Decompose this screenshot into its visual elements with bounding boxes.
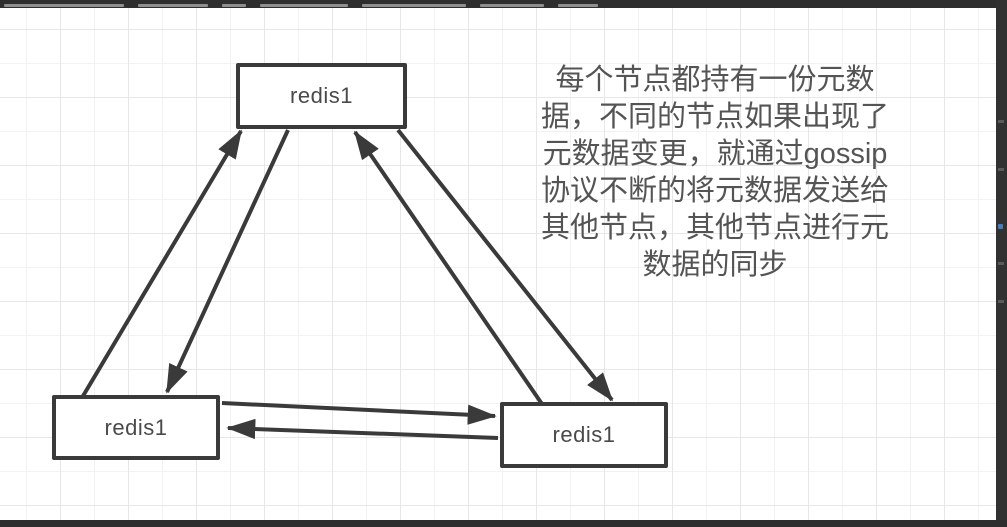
cropped-toolbar-strip — [0, 0, 1007, 8]
edge-top-to-bottomright[interactable] — [396, 128, 614, 402]
node-redis-bottom-right[interactable]: redis1 — [500, 402, 668, 468]
annotation-line: 其他节点，其他节点进行元 — [540, 212, 889, 244]
edge-bottomleft-to-top[interactable] — [81, 129, 243, 398]
annotation-line: 据，不同的节点如果出现了 — [540, 101, 889, 133]
annotation-line: 协议不断的将元数据发送给 — [540, 175, 889, 207]
node-redis-bottom-left[interactable]: redis1 — [52, 395, 220, 460]
blue-indicator-dot — [998, 224, 1003, 229]
panel-mark — [998, 168, 1004, 171]
node-label: redis1 — [290, 83, 353, 108]
cropped-toolbar-text-fragment — [222, 4, 246, 7]
annotation-line: 元数据变更，就通过gossip — [542, 138, 888, 170]
annotation-text-block[interactable]: 每个节点都持有一份元数 据，不同的节点如果出现了 元数据变更，就通过gossip… — [515, 62, 915, 284]
panel-mark — [998, 300, 1004, 303]
panel-mark — [998, 262, 1004, 265]
cropped-right-panel-strip — [996, 0, 1007, 527]
node-redis-top[interactable]: redis1 — [236, 63, 407, 129]
panel-mark — [998, 120, 1004, 123]
cropped-toolbar-text-fragment — [4, 4, 124, 7]
cropped-toolbar-text-fragment — [558, 4, 598, 7]
annotation-line: 数据的同步 — [642, 249, 788, 281]
edge-bottomright-to-top[interactable] — [353, 130, 544, 406]
cropped-toolbar-text-fragment — [260, 4, 348, 7]
cropped-toolbar-text-fragment — [362, 4, 466, 7]
edge-bottomright-to-bottomleft[interactable] — [226, 418, 499, 440]
node-label: redis1 — [104, 414, 168, 440]
cropped-toolbar-text-fragment — [138, 4, 208, 7]
node-label: redis1 — [552, 422, 616, 447]
edge-bottomleft-to-bottomright[interactable] — [221, 401, 497, 425]
cropped-toolbar-text-fragment — [480, 4, 544, 7]
cropped-bottom-bar — [0, 520, 1007, 527]
edge-top-to-bottomleft[interactable] — [165, 129, 290, 394]
annotation-line: 每个节点都持有一份元数 — [555, 64, 875, 96]
